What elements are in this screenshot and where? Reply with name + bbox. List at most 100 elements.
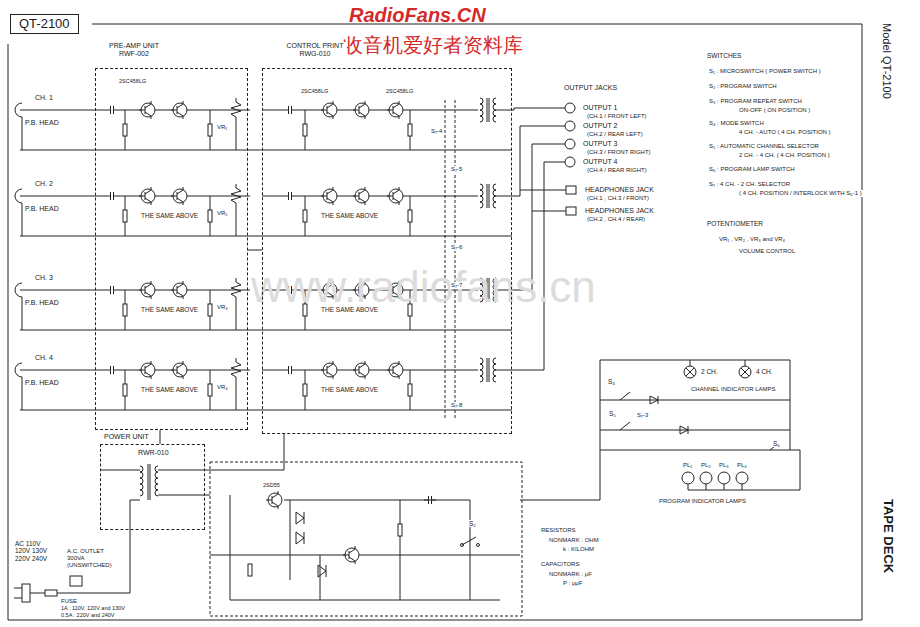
power-supply: [398, 524, 402, 536]
power-supply: [14, 462, 522, 616]
power-supply: [461, 544, 464, 547]
unit-heading: POWER UNIT: [103, 433, 150, 441]
lamp-network: [650, 396, 688, 434]
unit-note: RESISTORS: [540, 527, 577, 534]
unit-note: NONMARK : μF: [548, 571, 593, 578]
product-type: TAPE DECK: [880, 498, 895, 574]
lamp-label: PL₂: [700, 462, 712, 469]
part-number: 2SC458LG: [385, 88, 414, 94]
lamp-label: PL₄: [736, 462, 748, 469]
switch-note: S₃ : PROGRAM REPEAT SWITCH: [708, 98, 803, 105]
power-supply: [462, 537, 476, 545]
channel-label: CH. 4: [34, 354, 54, 362]
power-supply: [477, 544, 480, 547]
unit-code: RWR-010: [137, 449, 170, 457]
jack-label: (CH.4 / REAR RIGHT): [586, 167, 648, 174]
switch-label: S₇-4: [430, 128, 443, 135]
output-wiring: [565, 157, 575, 167]
lamp-label: PL₁: [682, 462, 693, 469]
lamp-network: [690, 360, 745, 366]
jack-label: (CH.2 / REAR LEFT): [586, 131, 644, 138]
lamp-network: [688, 450, 800, 490]
channel-rows: [15, 358, 512, 410]
supply-note: 1A : 110V, 120V and 130V: [60, 605, 126, 611]
part-label: VR₁: [216, 124, 228, 131]
switch-note: S₂ : PROGRAM SWITCH: [708, 83, 778, 90]
list-heading: POTENTIOMETER: [706, 220, 764, 227]
power-supply: [210, 495, 520, 600]
jack-label: OUTPUT 2: [582, 122, 619, 130]
switch-note: ( 4 CH. POSITION / INTERLOCK WITH S₆-1 ): [738, 190, 863, 197]
frame: [8, 24, 862, 620]
channel-label: CH. 3: [34, 274, 54, 282]
output-wiring: [565, 139, 575, 149]
channel-label: CH. 2: [34, 180, 54, 188]
output-wiring: [565, 103, 575, 113]
watermark: 收音机爱好者资料库: [342, 34, 524, 57]
unit-box: POWER UNITRWR-010: [100, 444, 205, 530]
unit-heading: PRE-AMP UNIT RWF-002: [104, 42, 164, 59]
lamp-label: PL₃: [718, 462, 730, 469]
supply-note: FUSE: [60, 598, 78, 605]
power-supply: [266, 491, 282, 509]
power-supply: [45, 590, 57, 596]
output-wiring: [566, 186, 576, 194]
switch-label: S₇-7: [450, 282, 463, 289]
output-wiring: [445, 100, 576, 420]
frame: [8, 24, 862, 620]
wire-connector: [205, 434, 284, 470]
lamp-network: [520, 360, 790, 500]
part-number: 2SD55: [262, 482, 281, 488]
power-supply: [424, 496, 436, 504]
wire-connector: [160, 430, 161, 444]
switch-label: S₇-6: [450, 244, 463, 251]
list-heading: SWITCHES: [706, 52, 742, 59]
unit-note: k : KILOHM: [562, 546, 595, 553]
unit-box: CONTROL PRINT RWG-010: [262, 68, 512, 434]
jack-label: (CH.1 / FRONT LEFT): [586, 113, 648, 120]
switch-note: S₁ : MICROSWITCH ( POWER SWITCH ): [708, 68, 822, 75]
output-wiring: [508, 108, 566, 370]
lamp-label: 4 CH.: [755, 368, 774, 375]
head-label: P.B. HEAD: [24, 379, 60, 387]
switch-label: S₅: [608, 410, 617, 417]
power-supply: [343, 546, 359, 564]
unit-note: CAPACITORS: [540, 561, 580, 568]
lamp-network: [520, 360, 800, 500]
switch-note: S₅ : AUTOMATIC CHANNEL SELECTOR: [708, 143, 820, 150]
jack-label: (CH.1 , CH.3 / FRONT): [586, 195, 650, 202]
switch-note: S₆ : PROGRAM LAMP SWITCH: [708, 166, 796, 173]
supply-note: 0.5A : 220V and 240V: [60, 612, 116, 618]
output-wiring: [445, 100, 455, 420]
jack-label: OUTPUT 4: [582, 158, 619, 166]
watermark: www.radiofans.cn: [250, 262, 597, 313]
title-box: QT-2100: [10, 14, 79, 34]
power-supply: [100, 464, 210, 500]
switch-label: S₇-5: [450, 166, 463, 173]
switch-note: VOLUME CONTROL: [738, 248, 796, 255]
watermark: RadioFans.CN: [348, 4, 487, 27]
head-label: P.B. HEAD: [24, 119, 60, 127]
jack-label: OUTPUT 3: [582, 140, 619, 148]
lamp-network: [741, 368, 749, 376]
switch-note: 2 CH. - 4 CH. ( 4 CH. POSITION ): [738, 152, 831, 159]
switch-label: S₄: [607, 378, 616, 385]
jack-label: HEADPHONES JACK: [584, 207, 655, 215]
unit-note: NONMARK : OHM: [548, 537, 600, 544]
channel-rows: [15, 98, 512, 410]
channel-label: CH. 1: [34, 94, 54, 102]
part-label: VR₄: [216, 384, 229, 391]
jack-label: (CH.2 , CH.4 / REAR): [586, 216, 646, 223]
part-number: 2SC458LG: [118, 78, 147, 84]
note: THE SAME ABOVE: [140, 386, 199, 393]
power-supply: [248, 564, 252, 576]
lamp-network: [682, 472, 694, 484]
switch-note: VR₁ , VR₂ , VR₃ and VR₄: [718, 236, 786, 243]
unit-heading: CONTROL PRINT RWG-010: [283, 42, 347, 59]
switch-label: S₇-8: [450, 402, 463, 409]
unit-heading: QT-2100: [19, 16, 70, 32]
note: THE SAME ABOVE: [320, 386, 379, 393]
switch-label: S₂: [468, 520, 477, 527]
head-label: P.B. HEAD: [24, 299, 60, 307]
